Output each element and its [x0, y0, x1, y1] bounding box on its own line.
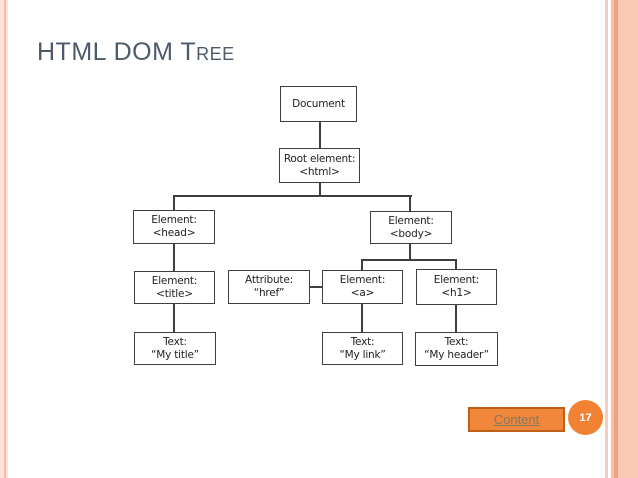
connector-line: [310, 286, 322, 288]
connector-line: [455, 260, 457, 270]
tree-node-value: <title>: [156, 287, 193, 300]
tree-node-label: Text:: [163, 335, 187, 348]
connector-line: [173, 196, 175, 211]
connector-line: [173, 304, 175, 333]
tree-node-text-my-title: Text: “My title”: [134, 332, 216, 365]
tree-node-attribute-href: Attribute: “href”: [228, 270, 310, 304]
tree-node-label: Element:: [388, 214, 434, 227]
tree-node-value: <html>: [299, 165, 340, 178]
connector-line: [361, 260, 363, 271]
tree-node-label: Document: [292, 97, 345, 110]
tree-node-label: Text:: [350, 335, 375, 348]
tree-node-document: Document: [280, 86, 357, 122]
connector-line: [319, 122, 321, 149]
tree-node-text-my-header: Text: “My header”: [415, 332, 498, 366]
right-border-stripe: [618, 0, 638, 478]
tree-node-value: “href”: [253, 287, 285, 299]
connector-line: [409, 196, 411, 212]
tree-node-element-head: Element: <head>: [133, 210, 215, 244]
page-number-badge: 17: [568, 400, 603, 435]
content-button[interactable]: Content: [468, 407, 565, 432]
right-border-stripe: [611, 0, 614, 478]
tree-node-value: <a>: [350, 287, 375, 299]
tree-node-element-body: Element: <body>: [370, 211, 452, 244]
tree-node-label: Element:: [433, 274, 480, 286]
right-border-stripe: [614, 0, 618, 478]
connector-line: [361, 259, 457, 261]
tree-node-label: Text:: [444, 336, 469, 348]
right-border-stripe: [605, 0, 608, 478]
tree-node-label: Element:: [151, 274, 198, 287]
left-border-stripe: [4, 0, 6, 478]
tree-node-label: Element:: [151, 214, 197, 226]
left-border-stripe: [6, 0, 8, 478]
content-button-label: Content: [493, 412, 540, 427]
tree-node-value: <h1>: [441, 287, 472, 299]
connector-line: [455, 305, 457, 333]
tree-node-element-a: Element: <a>: [322, 270, 403, 304]
connector-line: [173, 195, 412, 197]
tree-node-value: “My title”: [150, 348, 200, 361]
tree-node-value: “My header”: [424, 349, 489, 361]
tree-node-label: Root element:: [283, 152, 356, 165]
tree-node-label: Element:: [339, 274, 386, 286]
connector-line: [361, 304, 363, 333]
connector-line: [319, 183, 321, 197]
connector-line: [173, 244, 175, 272]
tree-node-root-html: Root element: <html>: [279, 148, 360, 183]
tree-node-value: <body>: [389, 227, 433, 240]
tree-node-value: <head>: [152, 227, 196, 239]
tree-node-text-my-link: Text: “My link”: [322, 332, 403, 365]
tree-node-element-h1: Element: <h1>: [416, 269, 497, 305]
page-number: 17: [579, 411, 592, 424]
tree-node-label: Attribute:: [245, 274, 293, 286]
page-title: HTML DOM Tree: [37, 38, 235, 66]
tree-node-element-title: Element: <title>: [134, 271, 215, 304]
tree-node-value: “My link”: [339, 348, 386, 361]
left-border-stripe: [0, 0, 4, 478]
connector-line: [409, 244, 411, 261]
